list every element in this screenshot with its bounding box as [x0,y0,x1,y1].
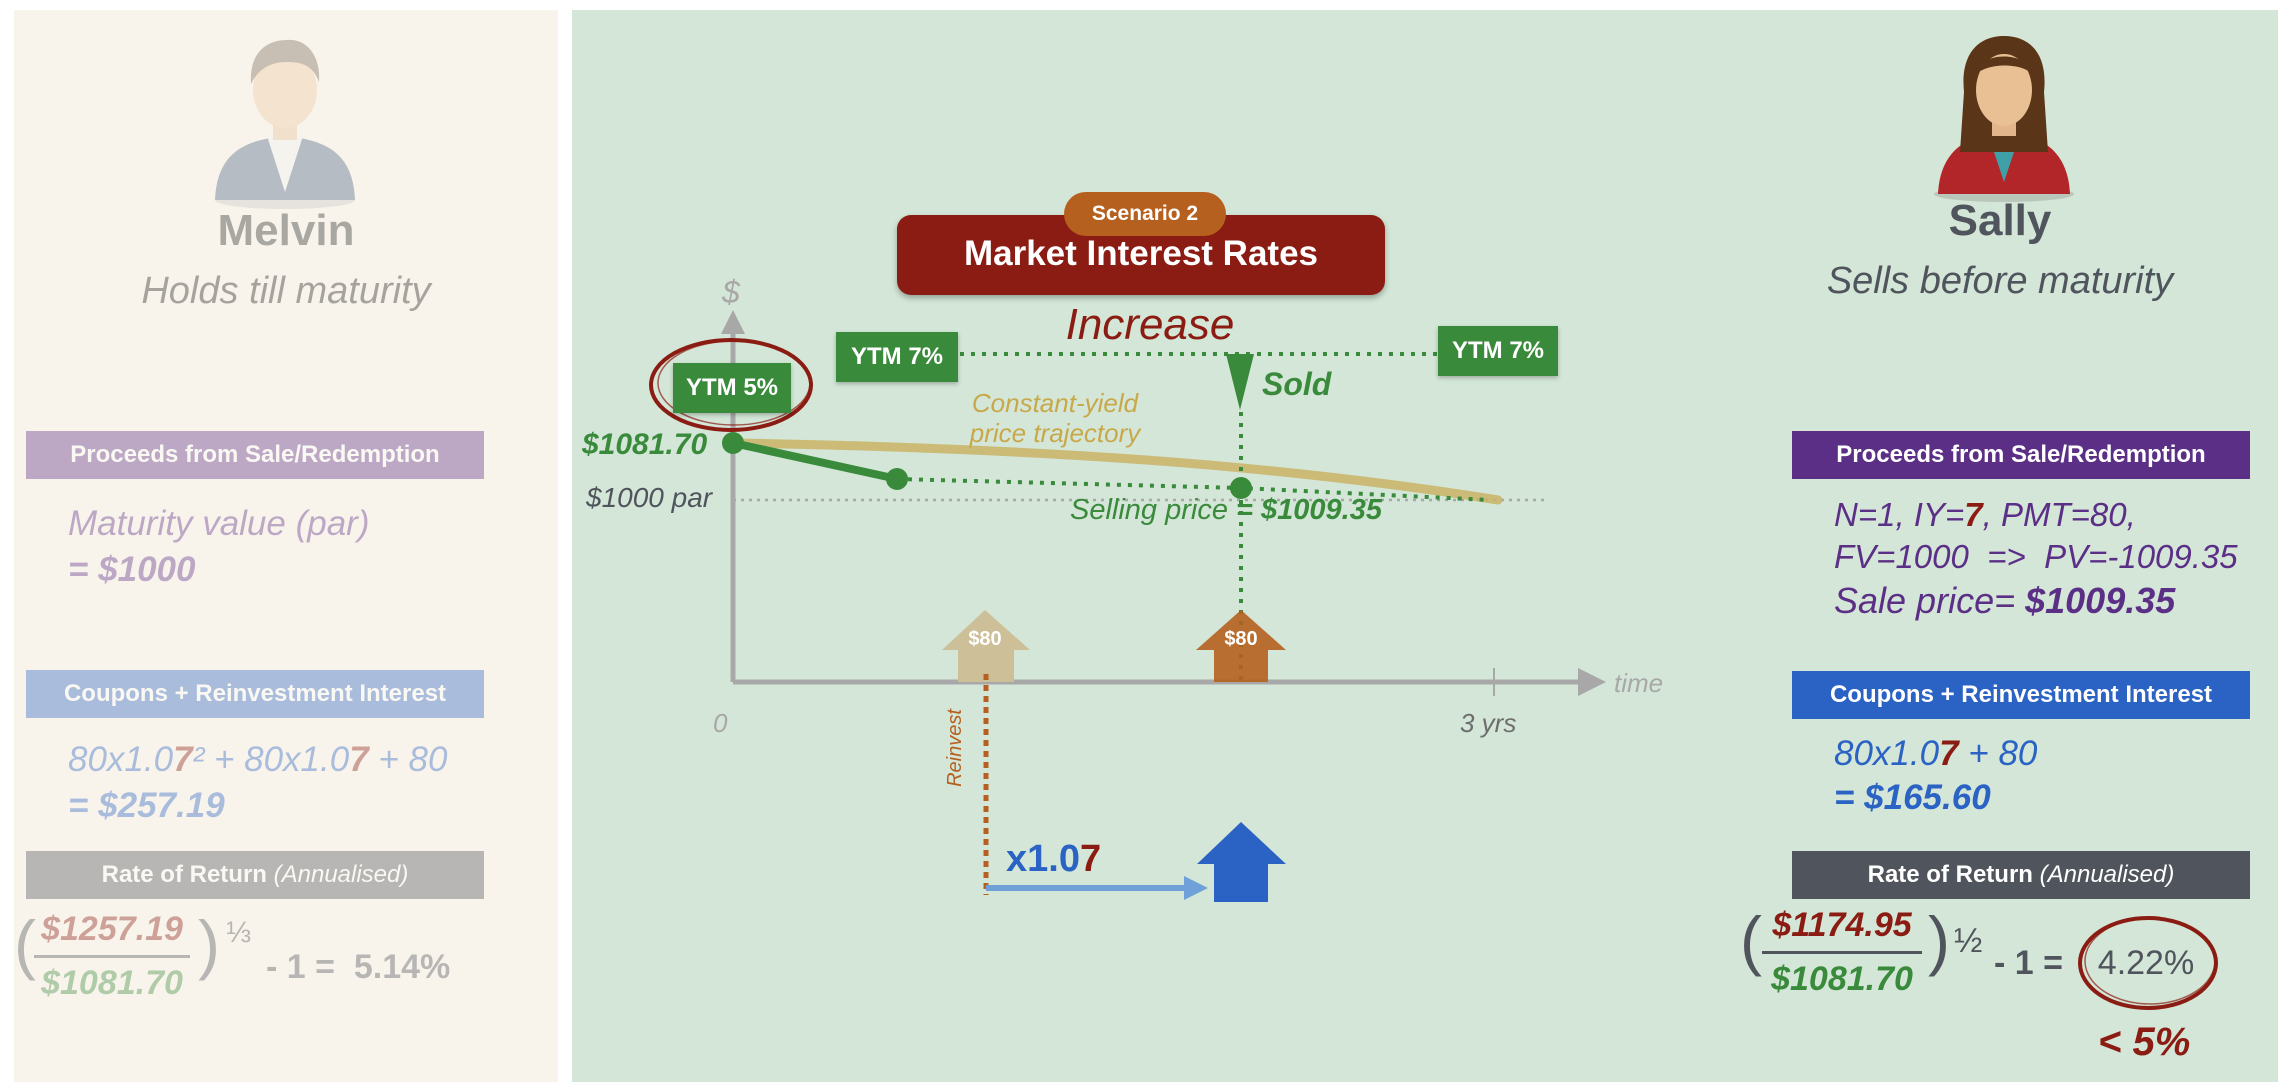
x-axis-start: 0 [713,708,728,738]
melvin-panel [14,10,558,1082]
melvin-content: Melvin Holds till maturity Proceeds from… [14,10,558,1082]
sally-role: Sells before maturity [1826,260,2174,302]
sally-ror-denominator: $1081.70 [1771,960,1913,998]
sally-ror-fraction: $1174.95 $1081.70 [1762,906,1922,999]
start-price-label: $1081.70 [582,428,708,461]
sally-ror-bar: Rate of Return (Annualised) [1792,851,2250,899]
reinvest-label: Reinvest [944,709,966,787]
man-avatar-icon [215,39,355,209]
coupon1-label: $80 [968,628,1002,650]
melvin-ror-denominator: $1081.70 [41,964,183,1002]
melvin-ror-fraction: $1257.19 $1081.70 [34,910,190,1003]
ytm-new-left-box: YTM 7% [836,332,958,382]
melvin-ror-exponent: ⅓ [226,916,252,949]
melvin-ror-result: - 1 = 5.14% [266,948,451,986]
sold-label: Sold [1262,366,1332,402]
repriced-point [886,468,908,490]
sale-price-point [1230,477,1252,499]
melvin-ror-numerator: $1257.19 [41,910,183,948]
woman-avatar-icon [1934,36,2074,202]
melvin-proceeds-bar: Proceeds from Sale/Redemption [26,431,484,479]
coupon2-label: $80 [1224,628,1258,650]
melvin-coupons-formula: 80x1.07² + 80x1.07 + 80 [68,740,448,779]
x-axis-arrow [1578,668,1606,696]
melvin-role: Holds till maturity [141,270,431,312]
sally-paren-right: ) [1928,903,1950,977]
x-axis-label: time [1614,668,1664,698]
melvin-coupons-value: = $257.19 [68,786,225,825]
sally-ror-minus: - 1 = [1994,944,2063,982]
melvin-paren-left: ( [14,907,36,981]
sally-ror-exponent: ½ [1954,922,1983,960]
sold-marker [1226,354,1254,410]
growth-arrowhead [1184,876,1208,900]
ytm-new-right-box: YTM 7% [1438,326,1558,376]
scenario-title: Market Interest Rates [963,234,1319,273]
ytm5-highlight-circle [649,338,813,432]
selling-price-label: Selling price = $1009.35 [1070,494,1382,526]
scenario-badge: Scenario 2 [1064,192,1226,236]
trajectory-label: Constant-yield price trajectory [969,388,1141,448]
coupon2-arrow [1196,610,1286,682]
coupon1-arrow [942,610,1030,682]
melvin-proceeds-value: = $1000 [68,550,196,589]
growth-factor-label: x1.07 [1006,838,1102,880]
melvin-ror-bar: Rate of Return (Annualised) [26,851,484,899]
sally-proceeds-bar: Proceeds from Sale/Redemption [1792,431,2250,479]
sally-calc-line2: FV=1000 => PV=-1009.35 [1834,538,2238,575]
sally-sale-price: Sale price= $1009.35 [1834,580,2176,621]
sally-ror-compare: < 5% [2098,1020,2191,1064]
y-axis-arrow [721,310,745,334]
x-axis-end: 3 yrs [1460,708,1517,738]
future-value-arrow [1197,822,1286,902]
par-label: $1000 par [586,482,713,513]
constant-yield-curve [728,438,1503,505]
sally-coupons-value: = $165.60 [1834,778,1991,817]
sally-name: Sally [1948,196,2052,245]
sally-coupons-formula: 80x1.07 + 80 [1834,734,2038,773]
sally-calc-line1: N=1, IY=7, PMT=80, [1834,496,2136,533]
fraction-line [34,955,190,958]
result-highlight-circle [2078,916,2218,1010]
scenario-subtitle: Increase [1065,300,1235,349]
ytm-initial-box: YTM 5% [673,363,791,413]
bond-price-diagram [649,310,1606,902]
sally-paren-left: ( [1740,903,1762,977]
melvin-name: Melvin [217,206,355,255]
sally-ror-numerator: $1174.95 [1772,906,1912,944]
y-axis-label: $ [722,274,740,310]
sally-coupons-bar: Coupons + Reinvestment Interest [1792,671,2250,719]
melvin-proceeds-line1: Maturity value (par) [68,504,370,543]
melvin-coupons-bar: Coupons + Reinvestment Interest [26,670,484,718]
fraction-line [1762,951,1922,954]
melvin-paren-right: ) [198,907,220,981]
price-drop-line [729,439,901,483]
start-price-point [722,432,744,454]
sally-ror-result: 4.22% [2097,944,2195,982]
